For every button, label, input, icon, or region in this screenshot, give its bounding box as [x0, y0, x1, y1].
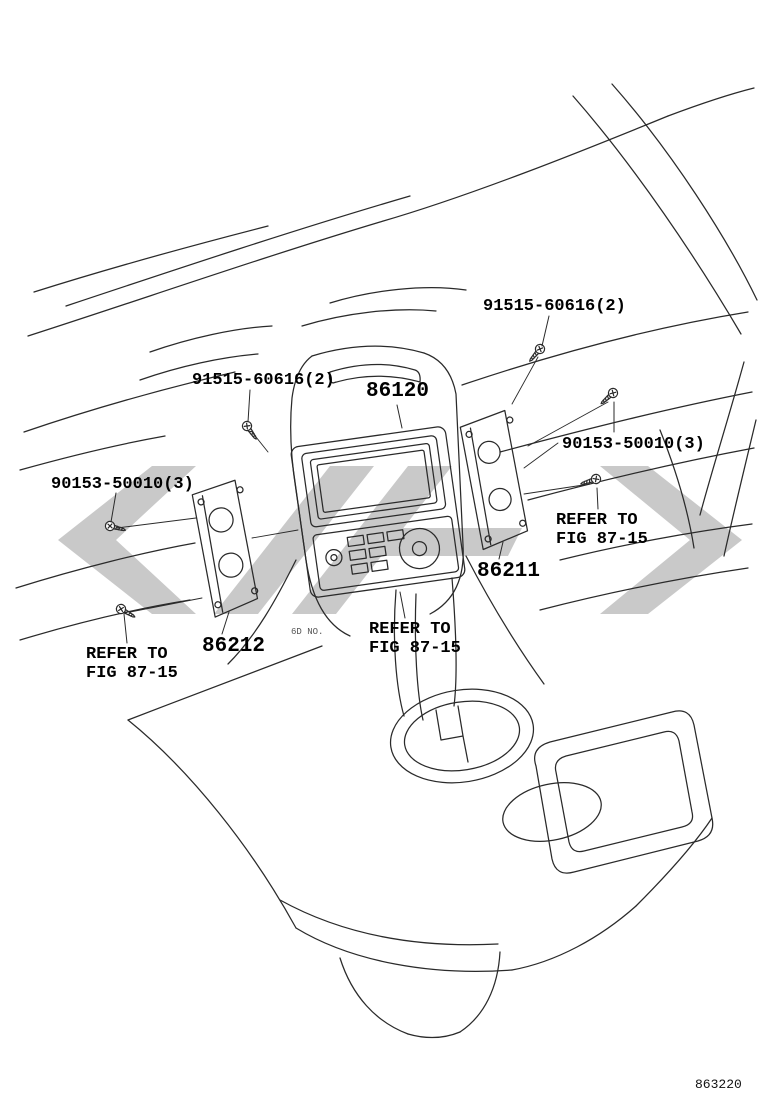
bracket-right-86211	[459, 409, 529, 550]
leader-lines	[111, 316, 614, 643]
callout-bolt-left: 90153-50010(3)	[51, 475, 194, 494]
refer-left-line2: FIG 87-15	[86, 664, 178, 683]
dashboard-outline	[16, 84, 757, 640]
callout-bracket-right-86211: 86211	[477, 560, 541, 583]
callout-screw-top: 91515-60616(2)	[483, 297, 626, 316]
bracket-left-86212	[191, 479, 260, 618]
refer-right-line1: REFER TO	[556, 511, 638, 530]
screw-icon	[597, 385, 621, 408]
callout-bolt-right: 90153-50010(3)	[562, 435, 705, 454]
assembly-lines	[117, 357, 608, 612]
refer-center-line2: FIG 87-15	[369, 639, 461, 658]
callout-radio-86120: 86120	[366, 380, 430, 403]
refer-left-line1: REFER TO	[86, 645, 168, 664]
callout-refer-left: REFER TO FIG 87-15	[86, 645, 178, 683]
callout-refer-center: REFER TO FIG 87-15	[369, 620, 461, 658]
refer-right-line2: FIG 87-15	[556, 530, 648, 549]
callout-screw-left: 91515-60616(2)	[192, 371, 335, 390]
refer-center-line1: REFER TO	[369, 620, 451, 639]
figure-number: 863220	[695, 1077, 742, 1092]
radio-unit-86120	[290, 426, 466, 598]
callout-bracket-left-86212: 86212	[202, 635, 266, 658]
callout-refer-right: REFER TO FIG 87-15	[556, 511, 648, 549]
center-console	[128, 578, 713, 1038]
unit-note-text: 6D NO.	[291, 627, 324, 637]
